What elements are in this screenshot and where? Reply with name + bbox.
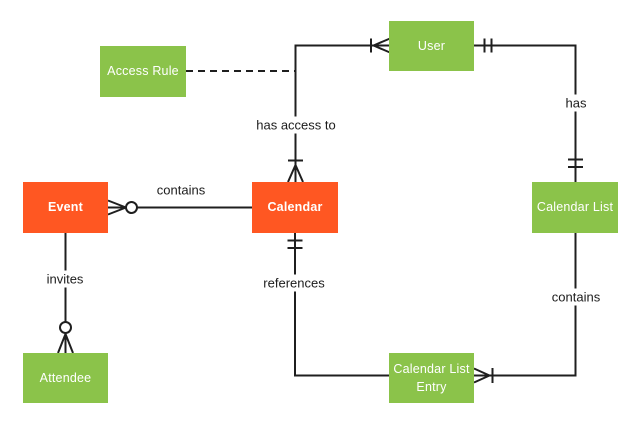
entity-attendee: Attendee <box>23 353 108 403</box>
crow-foot-marker <box>287 164 304 183</box>
relationship-line-contains-event-calendar <box>107 199 252 216</box>
relationship-label-has: has <box>561 94 591 112</box>
entity-user-label: User <box>417 38 446 53</box>
relationship-line-references <box>287 233 389 377</box>
entity-calendar-list-entry: Calendar List Entry <box>389 353 474 403</box>
entity-calendar-label: Calendar <box>267 200 323 215</box>
entity-access-rule: Access Rule <box>100 46 186 97</box>
entity-event-label: Event <box>47 200 84 215</box>
entity-access-rule-label: Access Rule <box>107 64 179 79</box>
crow-foot-marker <box>107 199 127 216</box>
relationship-label-has-access-to: has access to <box>252 116 340 134</box>
relationship-label-invites: invites <box>42 270 88 288</box>
exactly-one-marker <box>287 239 303 249</box>
crow-foot-marker <box>473 367 490 384</box>
crow-foot-marker <box>57 333 74 354</box>
crow-foot-marker <box>373 37 391 54</box>
entity-calendar-list-label: Calendar List <box>536 200 614 215</box>
relationship-label-contains-event-calendar: contains <box>156 182 206 198</box>
exactly-one-marker <box>568 158 583 168</box>
entity-calendar-list-entry-label: Calendar List Entry <box>393 361 470 394</box>
entity-calendar: Calendar <box>252 182 338 233</box>
entity-event: Event <box>23 182 108 233</box>
entity-user: User <box>389 21 474 71</box>
relationship-line-has <box>474 38 583 182</box>
entity-attendee-label: Attendee <box>39 370 92 385</box>
relationship-line-invites <box>57 233 74 354</box>
relationship-line-contains-list-entry <box>473 233 577 384</box>
zero-circle-marker <box>59 321 72 334</box>
relationship-line-has-access-to <box>287 37 391 183</box>
entity-calendar-list: Calendar List <box>532 182 618 233</box>
exactly-one-marker <box>483 38 493 53</box>
zero-circle-marker <box>125 201 138 214</box>
relationship-label-references: references <box>259 274 329 292</box>
relationship-label-contains-list-entry: contains <box>547 288 605 306</box>
